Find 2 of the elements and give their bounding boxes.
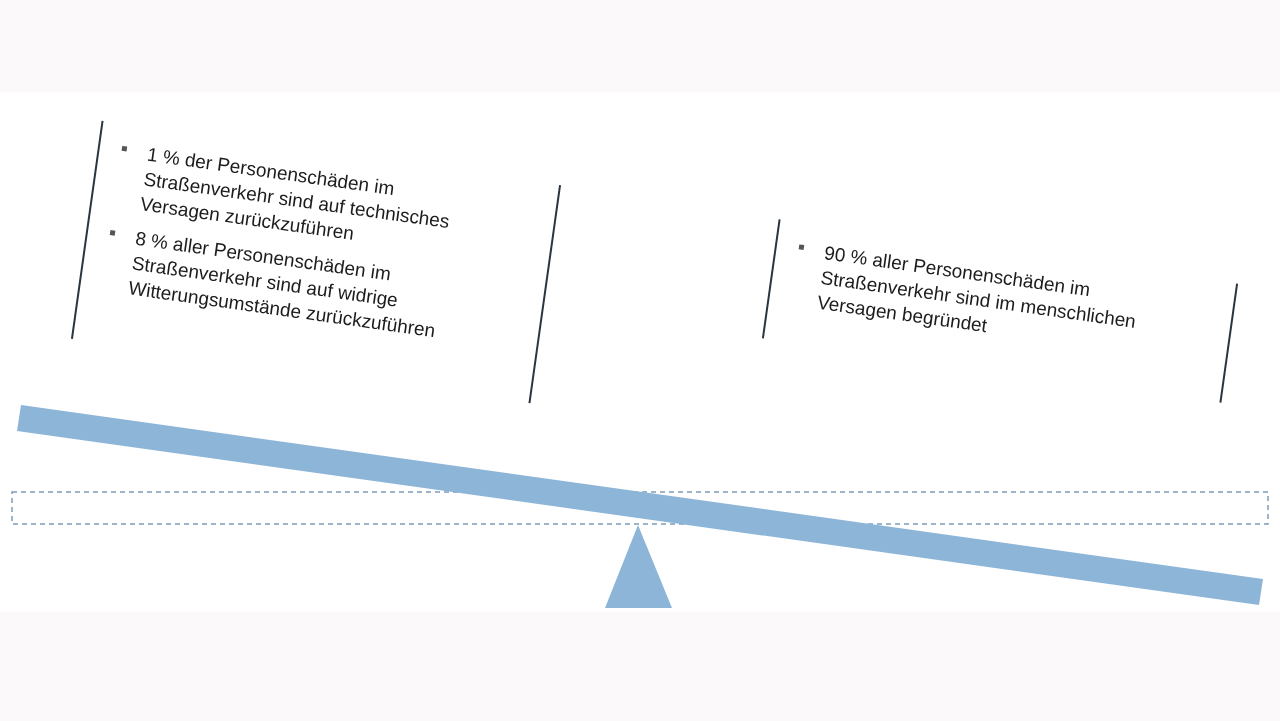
text-panel xyxy=(70,120,562,404)
text-panel xyxy=(761,219,1239,403)
